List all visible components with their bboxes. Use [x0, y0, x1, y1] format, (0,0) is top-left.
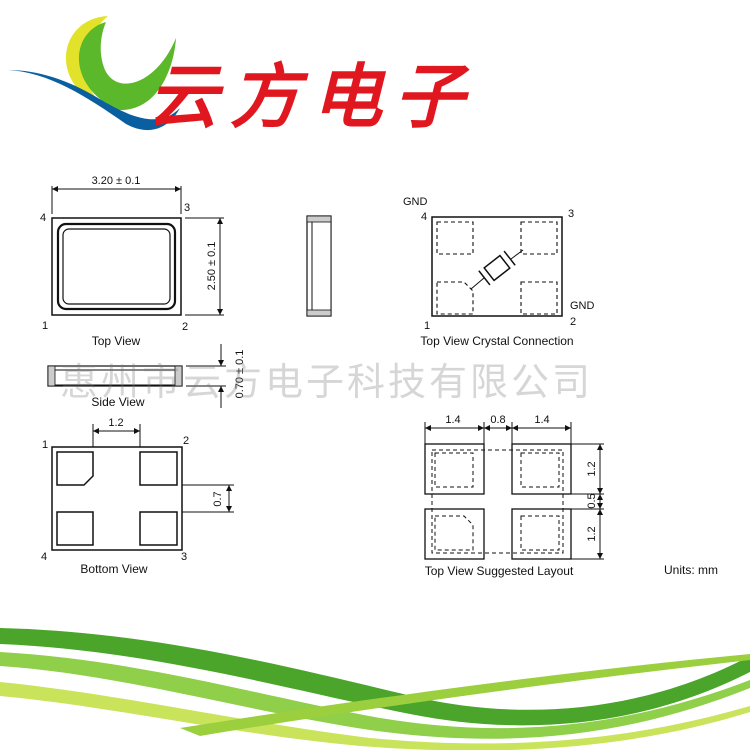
- bottom-view-pad-height-dim: 0.7: [212, 491, 224, 506]
- cc-title: Top View Crystal Connection: [420, 334, 573, 348]
- bottom-pin-label-1: 1: [42, 439, 48, 451]
- bottom-pin-label-3: 3: [181, 551, 187, 563]
- crystal-symbol: [478, 250, 516, 286]
- suggested-layout-view: 1.4 0.8 1.4 1.2 0.5 1.2 Top View Suggest…: [424, 414, 604, 578]
- top-view-title: Top View: [92, 334, 141, 348]
- layout-pad-2: [511, 508, 572, 560]
- layout-dim-gap: 0.8: [490, 414, 505, 426]
- side-view: 0.70 ± 0.1 Side View: [47, 344, 246, 409]
- layout-package-outline: [431, 449, 564, 554]
- bottom-view-title: Bottom View: [80, 562, 147, 576]
- decorative-swoosh: [0, 628, 750, 750]
- cc-gnd-label-top: GND: [403, 196, 428, 208]
- top-view-height-dim: 2.50 ± 0.1: [206, 242, 218, 291]
- cc-pin-label-4: 4: [421, 211, 427, 223]
- cc-pad-3: [520, 221, 558, 255]
- layout-dim-mid: 0.5: [586, 493, 598, 508]
- company-logo: [8, 16, 180, 131]
- logo-yellow-swoosh: [65, 16, 108, 108]
- pad-2: [139, 451, 178, 486]
- cc-pin-label-3: 3: [568, 208, 574, 220]
- side-profile: [306, 215, 332, 317]
- logo-green-swoosh: [78, 22, 176, 111]
- bottom-view-pad-spacing-dim: 1.2: [108, 417, 123, 429]
- pin-label-1: 1: [42, 320, 48, 332]
- cc-pad-4: [436, 221, 474, 255]
- cc-pad-2: [520, 281, 558, 315]
- cc-gnd-label-bottom: GND: [570, 300, 595, 312]
- watermark: 惠州市云方电子科技有限公司: [60, 360, 594, 404]
- logo-blue-swoosh: [8, 70, 180, 131]
- pad-3: [139, 511, 178, 546]
- pad-4: [56, 511, 94, 546]
- layout-dim-bottom: 1.2: [586, 526, 598, 541]
- brand-name: 云方电子: [148, 55, 476, 138]
- top-view: 3.20 ± 0.1 2.50 ± 0.1 4 3 1 2 Top View: [40, 175, 224, 348]
- side-view-title: Side View: [91, 395, 144, 409]
- cc-pad-1: [436, 281, 474, 315]
- lid-outline: [56, 222, 177, 311]
- pin-label-2: 2: [182, 321, 188, 333]
- bottom-view: 1.2 0.7 1 2 4 3 Bottom View: [41, 417, 234, 576]
- cc-pin-label-2: 2: [570, 316, 576, 328]
- top-view-width-dim: 3.20 ± 0.1: [92, 175, 141, 187]
- layout-title: Top View Suggested Layout: [425, 564, 574, 578]
- cc-pin-label-1: 1: [424, 320, 430, 332]
- layout-pad-1: [424, 508, 485, 560]
- layout-dim-top: 1.2: [586, 461, 598, 476]
- pin-label-3: 3: [184, 202, 190, 214]
- bottom-pin-label-2: 2: [183, 435, 189, 447]
- layout-pad-4: [424, 443, 485, 495]
- pad-1: [56, 451, 94, 486]
- bottom-pin-label-4: 4: [41, 551, 47, 563]
- units-label: Units: mm: [664, 563, 718, 577]
- crystal-connection-view: GND 4 3 GND 1 2 Top View Crystal Connect…: [403, 196, 595, 348]
- crystal-dimension-drawing: 3.20 ± 0.1 2.50 ± 0.1 4 3 1 2 Top View: [40, 175, 718, 578]
- pin-label-4: 4: [40, 212, 46, 224]
- layout-pad-3: [511, 443, 572, 495]
- layout-dim-right: 1.4: [534, 414, 549, 426]
- layout-dim-left: 1.4: [445, 414, 460, 426]
- side-view-thickness-dim: 0.70 ± 0.1: [234, 350, 246, 399]
